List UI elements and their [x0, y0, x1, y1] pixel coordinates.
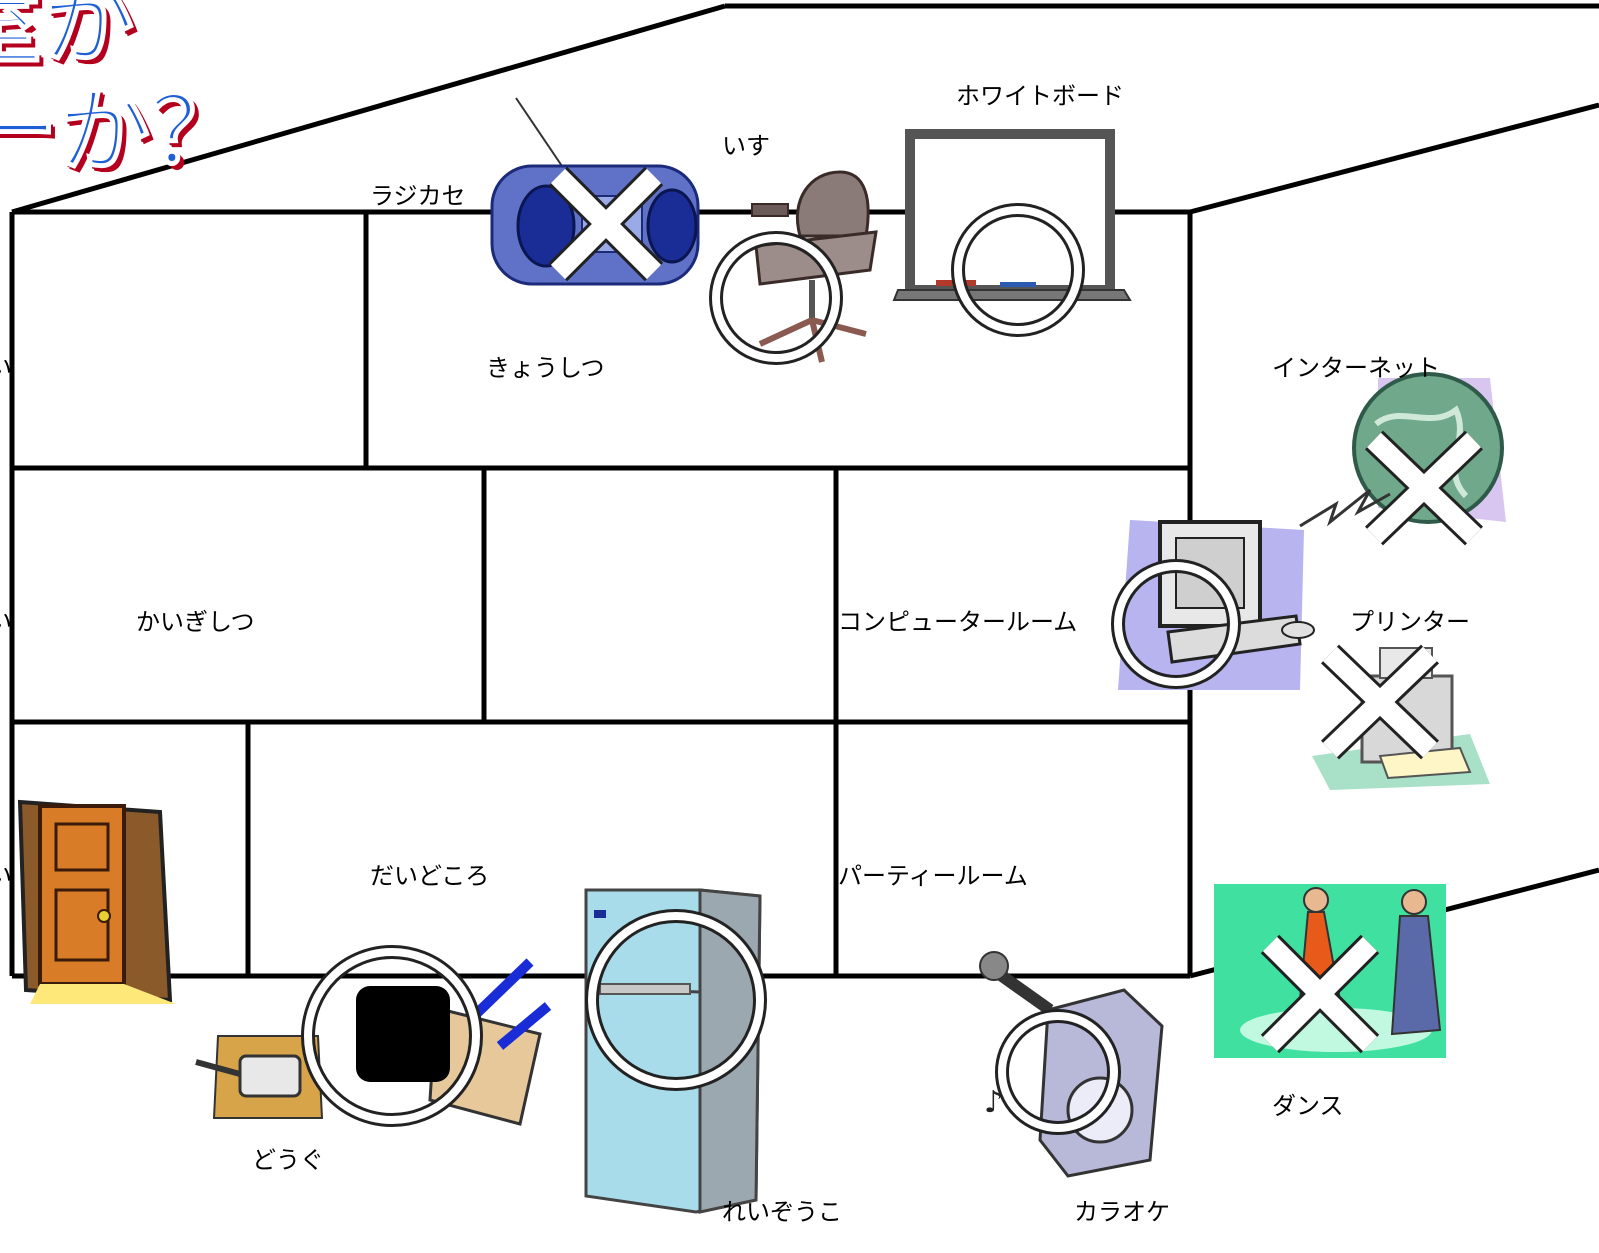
- circle-mark-chair: [709, 231, 843, 365]
- cross-marks: [548, 166, 1484, 1054]
- boombox-icon: [490, 97, 700, 286]
- item-label-dance: ダンス: [1272, 1092, 1344, 1120]
- item-label-internet: インターネット: [1272, 354, 1440, 382]
- room-label-classroom: きょうしつ: [486, 354, 605, 382]
- circle-mark-karaoke: [995, 1009, 1121, 1135]
- item-label-tools: どうぐ: [252, 1146, 324, 1174]
- item-label-karaoke: カラオケ: [1074, 1198, 1170, 1226]
- cross-mark-internet: [1364, 430, 1484, 546]
- refrigerator-icon: [584, 888, 762, 1214]
- room-label-party-room: パーティールーム: [838, 862, 1028, 890]
- kitchen-tools-icon: [195, 958, 552, 1126]
- room-label-meeting-room: かいぎしつ: [136, 608, 255, 636]
- room-label-kitchen: だいどころ: [370, 862, 490, 890]
- cross-mark-printer: [1320, 644, 1440, 760]
- circle-marks: [301, 203, 1241, 1135]
- circle-mark-tools: [301, 945, 483, 1127]
- circle-mark-computer: [1111, 559, 1241, 689]
- building-outline: [9, 3, 1599, 979]
- edge-mark-3: い: [0, 864, 12, 888]
- cross-mark-boombox: [548, 166, 664, 282]
- cross-mark-dance: [1260, 934, 1380, 1054]
- item-label-refrigerator: れいぞうこ: [722, 1198, 842, 1226]
- circle-mark-refrigerator: [585, 909, 767, 1091]
- page-title-line-2: ーか？: [0, 78, 243, 185]
- item-label-boombox: ラジカセ: [370, 182, 466, 210]
- circle-mark-whiteboard: [951, 203, 1085, 337]
- svg-text:♪: ♪: [984, 1085, 1003, 1120]
- office-chair-icon: [751, 170, 878, 363]
- edge-mark-2: い: [0, 610, 12, 634]
- page-title-line-1: 室か: [0, 0, 135, 77]
- room-label-computer-room: コンピュータールーム: [838, 608, 1078, 636]
- edge-mark-1: い: [0, 356, 12, 380]
- door-icon: [17, 799, 176, 1004]
- item-label-chair: いす: [722, 132, 770, 160]
- item-label-printer: プリンター: [1350, 608, 1470, 636]
- item-label-whiteboard: ホワイトボード: [956, 82, 1124, 110]
